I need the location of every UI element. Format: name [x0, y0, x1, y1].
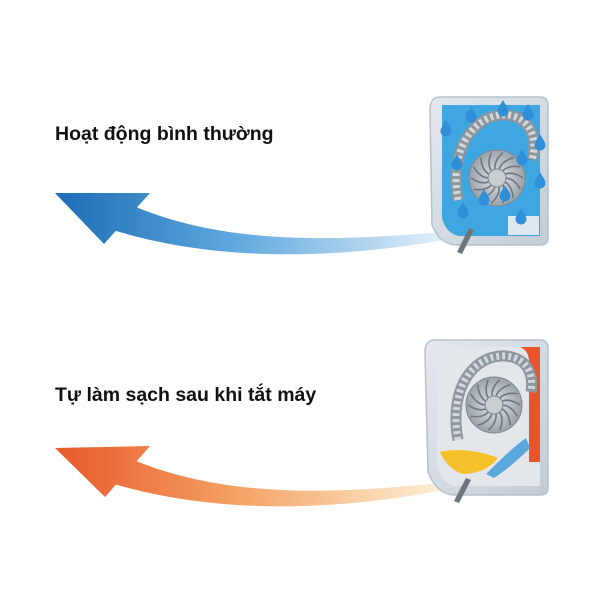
fan-blade: [477, 384, 487, 402]
arrow-shaft: [113, 207, 456, 255]
fan-blade: [501, 399, 521, 406]
fan-blade: [470, 177, 490, 184]
fan-blade: [485, 379, 490, 399]
fan-blade: [472, 166, 489, 179]
fan-blade: [470, 411, 489, 418]
section-normal-operation: Hoạt động bình thường: [55, 96, 549, 255]
fan-blade: [469, 393, 486, 406]
air-conditioner-unit-normal: [429, 96, 549, 254]
filter-teeth: [452, 352, 536, 441]
airflow-wedge: [486, 438, 530, 478]
louver-flap: [454, 478, 471, 503]
airflow-arrow-orange: [55, 446, 448, 507]
fan-blade: [498, 411, 503, 431]
arrow-head: [55, 193, 150, 244]
fan-icon: [468, 149, 526, 207]
fan-hub: [484, 395, 504, 415]
fan-blade: [488, 152, 493, 172]
fan-blade: [501, 408, 511, 426]
warm-air-swirl: [440, 450, 498, 474]
fan-blade: [490, 186, 500, 204]
fan-blade: [502, 404, 519, 417]
louver-flap: [457, 228, 474, 254]
fan-blade: [487, 413, 497, 431]
airflow-arrow-blue: [55, 193, 456, 255]
air-conditioner-unit-cleaning: [424, 339, 549, 503]
fan-blade: [504, 172, 524, 179]
fan-blade: [504, 181, 514, 199]
fan-icon: [465, 376, 523, 434]
unit-side-panel: [508, 216, 539, 235]
fan-blade: [502, 165, 521, 172]
fan-hub: [487, 168, 507, 188]
fan-blade: [498, 156, 514, 170]
fan-blade: [491, 379, 501, 397]
arrow-shaft: [114, 461, 448, 507]
fan-blade: [495, 383, 511, 397]
fan-blade: [480, 157, 490, 175]
arrow-head: [55, 446, 150, 497]
normal-operation-label: Hoạt động bình thường: [55, 123, 274, 145]
self-cleaning-label: Tự làm sạch sau khi tắt máy: [55, 382, 316, 406]
section-self-cleaning: Tự làm sạch sau khi tắt máy: [55, 339, 549, 507]
fan-blade: [494, 152, 504, 170]
fan-blade: [505, 177, 522, 190]
fan-blade: [499, 392, 518, 399]
fan-blade: [467, 404, 487, 411]
fan-blade: [477, 413, 493, 427]
